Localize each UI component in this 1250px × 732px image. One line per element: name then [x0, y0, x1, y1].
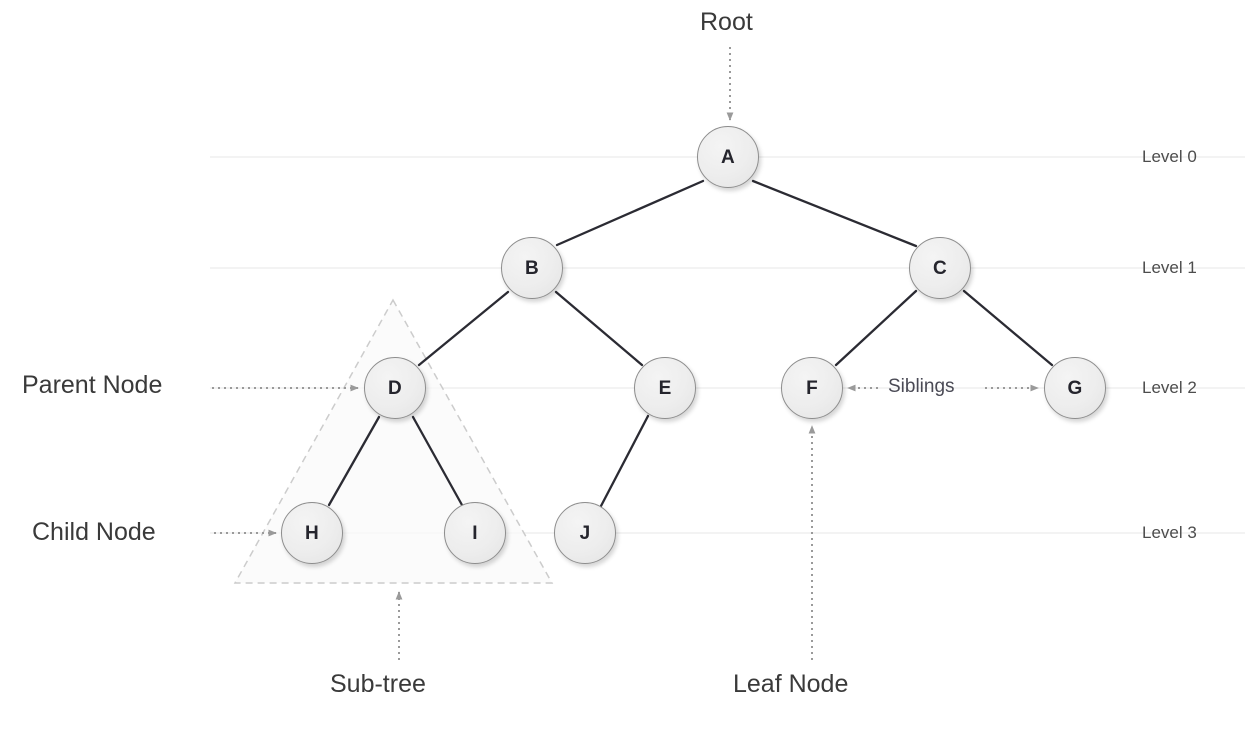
- edge-b-e: [554, 290, 644, 367]
- tree-node-c[interactable]: C: [909, 237, 971, 299]
- tree-node-e[interactable]: E: [634, 357, 696, 419]
- tree-node-f[interactable]: F: [781, 357, 843, 419]
- tree-node-f-label: F: [806, 377, 818, 399]
- tree-node-b[interactable]: B: [501, 237, 563, 299]
- annotation-connectors: [212, 47, 1039, 660]
- level-label-0: Level 0: [1142, 147, 1197, 166]
- annotation-child-node: Child Node: [32, 518, 156, 546]
- tree-node-b-label: B: [525, 257, 539, 279]
- tree-node-c-label: C: [933, 257, 947, 279]
- edge-e-j: [599, 414, 650, 508]
- level-label-2: Level 2: [1142, 378, 1197, 397]
- edge-c-f: [834, 289, 918, 367]
- tree-node-g-label: G: [1067, 377, 1083, 399]
- edge-a-b: [555, 179, 705, 247]
- level-label-1: Level 1: [1142, 258, 1197, 277]
- annotation-parent-node: Parent Node: [22, 371, 163, 399]
- tree-node-h-label: H: [305, 522, 319, 544]
- edge-a-c: [751, 179, 918, 248]
- annotation-root: Root: [700, 8, 753, 36]
- edge-b-d: [417, 290, 510, 367]
- annotation-sub-tree: Sub-tree: [330, 670, 426, 698]
- tree-node-i-label: I: [472, 522, 478, 544]
- edge-d-h: [327, 415, 381, 507]
- tree-edges: [327, 179, 1054, 508]
- tree-node-j-label: J: [579, 522, 591, 544]
- tree-node-j[interactable]: J: [554, 502, 616, 564]
- tree-node-i[interactable]: I: [444, 502, 506, 564]
- tree-node-a[interactable]: A: [697, 126, 759, 188]
- tree-node-h[interactable]: H: [281, 502, 343, 564]
- edge-d-i: [411, 415, 464, 507]
- tree-node-g[interactable]: G: [1044, 357, 1106, 419]
- tree-node-e-label: E: [658, 377, 672, 399]
- annotation-leaf-node: Leaf Node: [733, 670, 849, 698]
- level-label-3: Level 3: [1142, 523, 1197, 542]
- tree-node-a-label: A: [721, 146, 735, 168]
- tree-node-d-label: D: [388, 377, 402, 399]
- edge-c-g: [962, 289, 1054, 367]
- tree-node-d[interactable]: D: [364, 357, 426, 419]
- annotation-siblings: Siblings: [888, 376, 955, 397]
